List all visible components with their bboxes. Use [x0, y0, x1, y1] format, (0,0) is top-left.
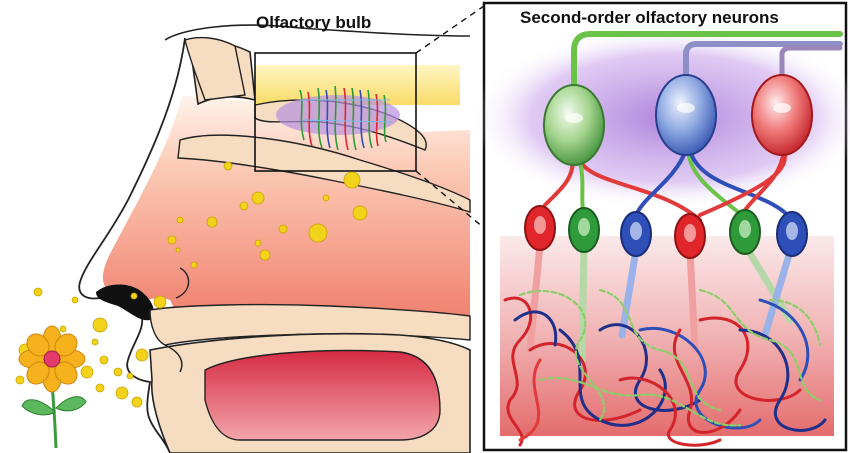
oral-cavity	[204, 349, 441, 441]
bulb-miniature	[276, 85, 400, 151]
mitral-cell-red	[751, 74, 813, 156]
zoom-box	[254, 52, 417, 172]
mitral-cell-blue	[655, 74, 717, 156]
lip-line	[164, 344, 183, 373]
receptor-stalks	[526, 241, 796, 364]
second-order-neurons-label: Second-order olfactory neurons	[520, 8, 779, 27]
flower-icon	[18, 325, 87, 449]
head-cross-section	[15, 5, 485, 453]
mitral-cell-green	[543, 84, 605, 166]
receptor-cell-blue-2	[776, 211, 808, 257]
receptor-cell-green-2	[729, 209, 761, 255]
axon-blue	[683, 41, 843, 103]
nostril-icon	[96, 284, 154, 321]
receptor-cell-green-1	[568, 207, 600, 253]
olfactory-bulb-label: Olfactory bulb	[256, 13, 372, 32]
dendrite-connections	[543, 148, 794, 222]
receptor-cell-red-2	[674, 213, 706, 259]
pollen-particles	[15, 161, 368, 408]
skull-outline	[164, 24, 471, 41]
dashed-fibers	[518, 288, 822, 427]
frontal-sinus	[184, 36, 246, 101]
zoom-panel	[470, 1, 850, 452]
zoom-connector-bottom	[415, 170, 485, 229]
receptor-cell-blue-1	[620, 211, 652, 257]
receptor-cell-red-1	[524, 205, 556, 251]
zoom-connector-top	[415, 5, 485, 54]
turbinate-middle	[177, 134, 471, 213]
axon-green	[571, 31, 843, 103]
axon-red	[779, 45, 843, 85]
nostril-curve	[175, 267, 190, 299]
